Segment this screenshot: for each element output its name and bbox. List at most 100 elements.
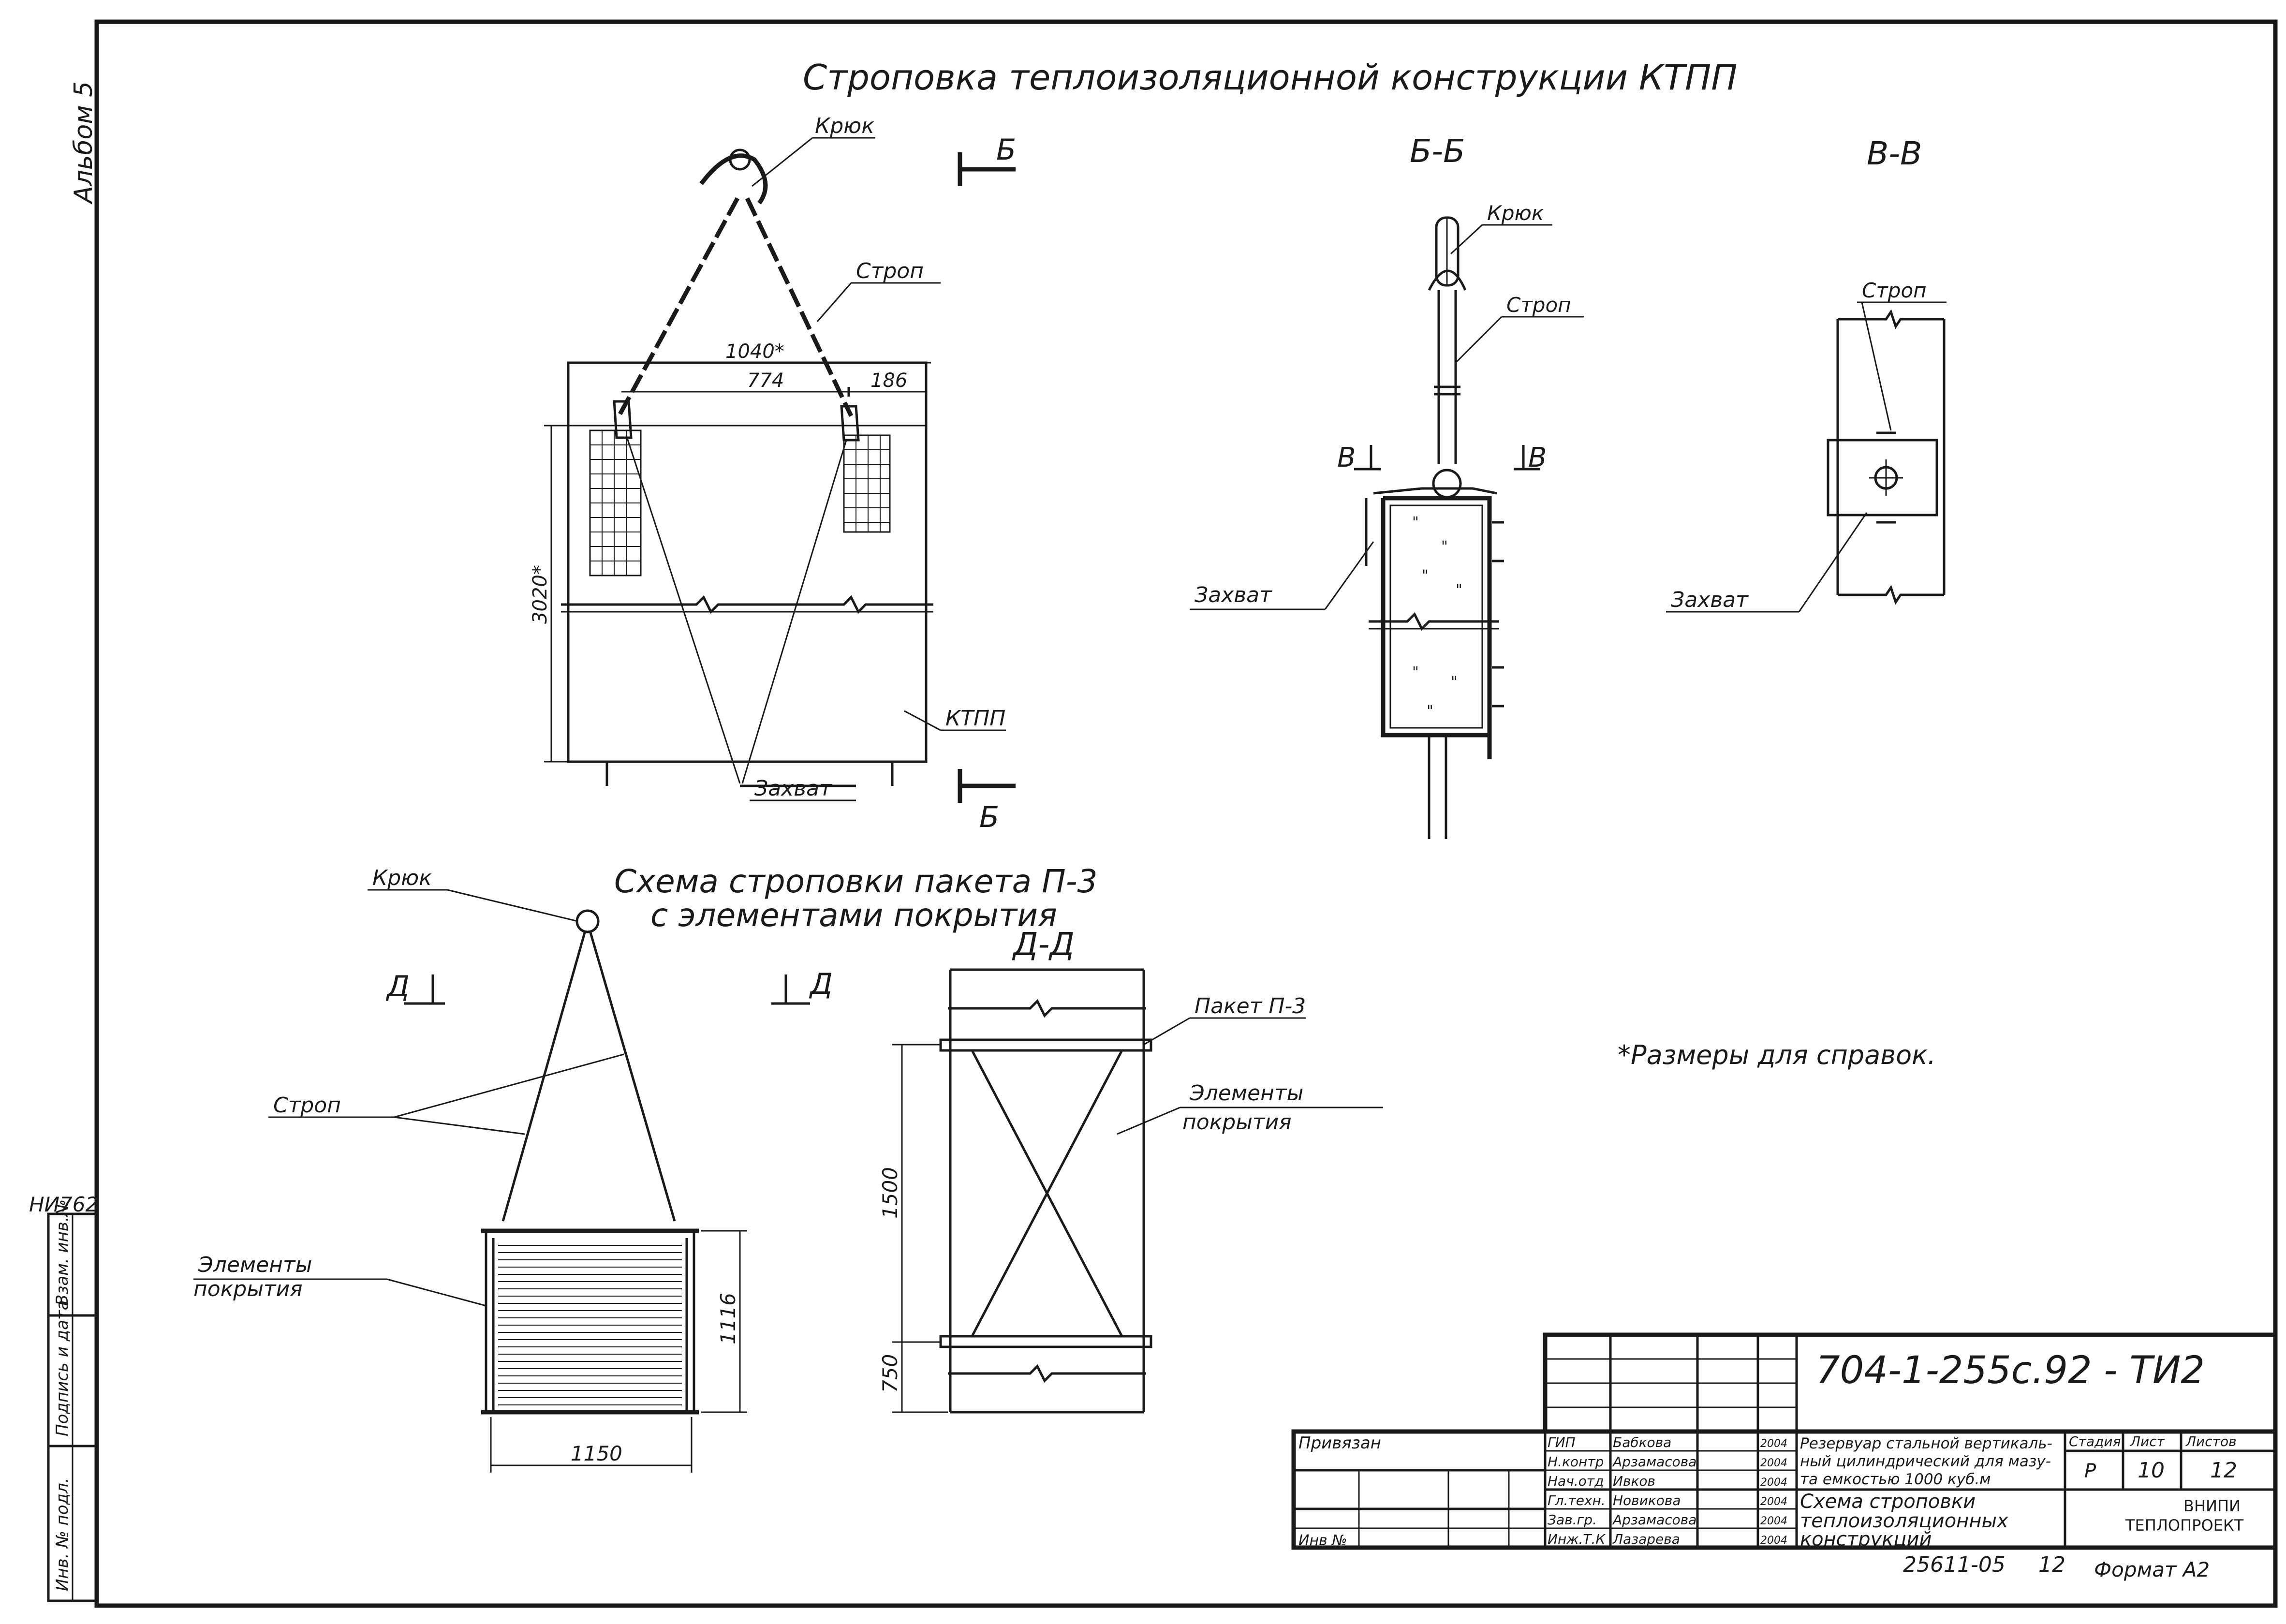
label-sling-p3: Строп (273, 1093, 341, 1118)
scheme-title-2: с элементами покрытия (650, 897, 1057, 934)
section-bb-title: Б-Б (1410, 133, 1465, 170)
left-stamp: Альбом 5 НИ762 Взам. инв.№ Подпись и дат… (29, 81, 98, 1602)
org-line-2: ТЕПЛОПРОЕКТ (2125, 1516, 2244, 1535)
staff-date-3: 2004 (1760, 1476, 1787, 1489)
section-d-left: Д (385, 970, 410, 1004)
staff-role-5: Зав.гр. (1548, 1512, 1597, 1528)
dim-seg-a: 774 (747, 369, 784, 392)
section-v-right: В (1528, 442, 1547, 473)
label-hook-bb: Крюк (1487, 201, 1544, 225)
p3-package (485, 1229, 695, 1414)
inv-label: Инв № (1298, 1532, 1347, 1549)
dim-dd-h1: 1500 (878, 1167, 902, 1219)
label-hook-top: Крюк (815, 114, 874, 138)
dim-p3-height: 1116 (716, 1293, 740, 1344)
privyazan-label: Привязан (1298, 1433, 1381, 1453)
staff-role-4: Гл.техн. (1548, 1492, 1606, 1508)
label-packet-dd: Пакет П-3 (1195, 994, 1306, 1019)
svg-text:": " (1412, 664, 1419, 681)
staff-name-6: Лазарева (1612, 1531, 1680, 1547)
staff-name-5: Арзамасова (1612, 1512, 1696, 1528)
section-d-right: Д (809, 967, 833, 1001)
svg-text:": " (1451, 674, 1458, 691)
sheets-label: Листов (2185, 1433, 2237, 1449)
section-vv-title: В-В (1867, 135, 1922, 172)
main-title: Строповка теплоизоляционной конструкции … (803, 57, 1737, 98)
section-dd-title: Д-Д (1012, 926, 1075, 963)
section-b-bottom: Б (979, 800, 999, 834)
stage-label: Стадия (2069, 1433, 2121, 1449)
hook-symbol (699, 153, 768, 205)
mesh-patch-left (589, 429, 642, 576)
sheet-value: 10 (2138, 1458, 2165, 1483)
staff-date-4: 2004 (1760, 1496, 1787, 1508)
format-label: Формат А2 (2094, 1558, 2210, 1581)
label-elements-p3-1: Элементы (198, 1253, 312, 1277)
doc-code: 704-1-255с.92 - ТИ2 (1816, 1349, 2205, 1392)
stamp-number: НИ762 (29, 1193, 98, 1216)
p3-scheme-view: Схема строповки пакета П-3 с элементами … (193, 863, 1098, 1473)
dimensions-note: *Размеры для справок. (1618, 1040, 1936, 1070)
stamp-field-2: Подпись и дата (53, 1300, 72, 1436)
section-v-left: В (1337, 442, 1356, 473)
svg-text:": " (1456, 582, 1462, 599)
dim-seg-b: 186 (870, 369, 907, 392)
dim-dd-h2: 750 (878, 1354, 902, 1393)
page-number: 12 (2038, 1552, 2065, 1577)
sling-right (745, 197, 854, 417)
staff-date-2: 2004 (1760, 1457, 1787, 1469)
sheet-title-3: конструкций (1800, 1528, 1932, 1550)
object-title-1: Резервуар стальной вертикаль- (1800, 1435, 2052, 1452)
label-grip-top: Захват (754, 776, 832, 801)
sheet-frame (94, 19, 2278, 1608)
staff-date-1: 2004 (1760, 1438, 1787, 1450)
label-elements-dd-2: покрытия (1182, 1110, 1292, 1135)
section-bb-view: Б-Б " " " " " " " В (1190, 133, 1584, 839)
label-sling-top: Строп (856, 259, 924, 283)
sheet-label: Лист (2130, 1433, 2165, 1449)
object-title-3: та емкостью 1000 куб.м (1800, 1471, 1991, 1488)
staff-role-3: Нач.отд (1548, 1473, 1604, 1489)
label-grip-bb: Захват (1195, 583, 1272, 607)
scheme-title-1: Схема строповки пакета П-3 (614, 863, 1098, 900)
staff-name-4: Новикова (1613, 1492, 1681, 1508)
label-grip-vv: Захват (1671, 588, 1749, 612)
album-label: Альбом 5 (69, 81, 98, 205)
ktpp-panel (567, 361, 928, 763)
label-elements-p3-2: покрытия (193, 1277, 303, 1301)
staff-name-3: Ивков (1613, 1473, 1655, 1489)
mesh-patch-right (843, 434, 891, 533)
svg-text:": " (1412, 514, 1419, 531)
staff-name-2: Арзамасова (1612, 1454, 1696, 1470)
sheet-title-2: теплоизоляционных (1800, 1510, 2008, 1532)
dim-height-total: 3020* (529, 565, 551, 624)
ktpp-front-view: 1040* 774 186 3020* Крюк Строп КТПП Захв… (529, 114, 1016, 834)
svg-text:": " (1427, 703, 1433, 720)
section-vv-view: В-В Строп Захват (1666, 135, 1947, 613)
label-hook-p3: Крюк (372, 866, 432, 890)
stamp-field-1: Взам. инв.№ (53, 1199, 72, 1306)
section-b-top: Б (996, 133, 1016, 167)
staff-name-1: Бабкова (1613, 1434, 1671, 1450)
staff-role-2: Н.контр (1548, 1454, 1604, 1470)
staff-role-1: ГИП (1548, 1434, 1576, 1450)
dim-width-total: 1040* (725, 340, 784, 363)
section-dd-view: Д-Д 1500 750 Пакет П-3 Элементы покрытия (878, 926, 1383, 1414)
dim-p3-width: 1150 (571, 1442, 622, 1465)
p3-hatch (498, 1245, 682, 1405)
label-elements-dd-1: Элементы (1189, 1081, 1303, 1106)
label-sling-bb: Строп (1506, 293, 1571, 317)
sheets-value: 12 (2210, 1458, 2237, 1483)
object-title-2: ный цилиндрический для мазу- (1800, 1453, 2051, 1470)
svg-text:": " (1422, 567, 1429, 584)
label-sling-vv: Строп (1862, 279, 1927, 302)
svg-text:": " (1441, 538, 1448, 555)
title-block: 704-1-255с.92 - ТИ2 Привязан Инв № ГИП Б… (1291, 1332, 2278, 1550)
label-ktpp: КТПП (945, 706, 1005, 731)
staff-date-5: 2004 (1760, 1515, 1787, 1527)
org-line-1: ВНИПИ (2183, 1497, 2241, 1515)
sheet-title-1: Схема строповки (1800, 1491, 1976, 1513)
stamp-field-3: Инв. № подл. (53, 1477, 72, 1591)
sling-left (617, 197, 739, 417)
